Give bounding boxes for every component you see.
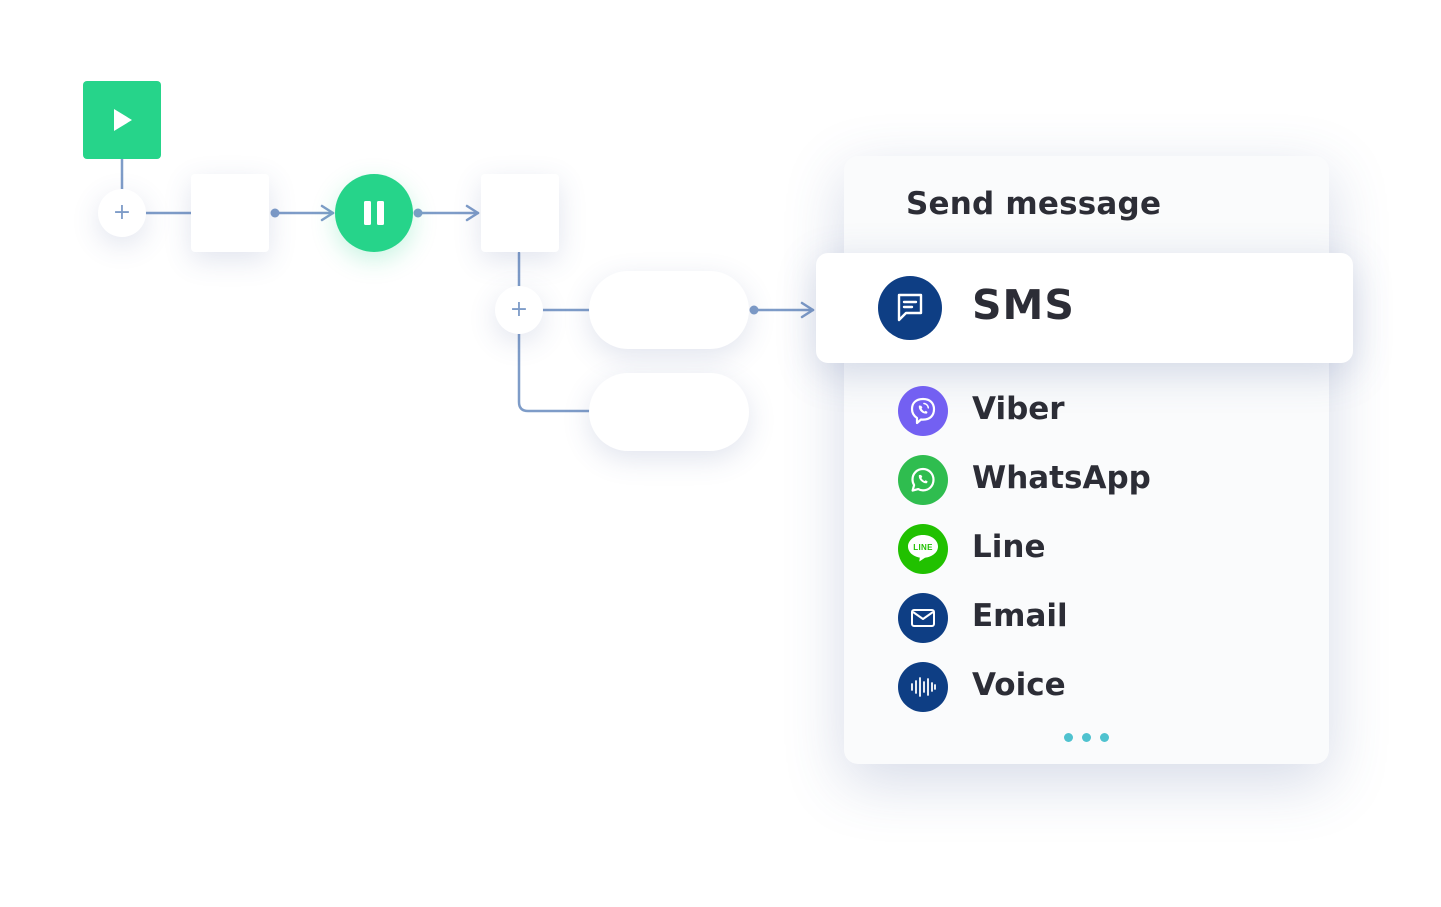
start-node[interactable] xyxy=(83,81,161,159)
whatsapp-icon xyxy=(898,455,948,505)
branch-step-pill[interactable] xyxy=(589,373,749,451)
channel-option-whatsapp[interactable]: WhatsApp xyxy=(898,455,1298,505)
channel-label-line: Line xyxy=(972,529,1046,565)
plus-icon: + xyxy=(509,297,529,322)
pause-icon xyxy=(364,201,384,225)
channel-label-voice: Voice xyxy=(972,667,1066,703)
envelope-icon xyxy=(898,593,948,643)
sms-chat-icon xyxy=(878,276,942,340)
channel-option-viber[interactable]: Viber xyxy=(898,386,1298,436)
line-icon: LINE xyxy=(898,524,948,574)
branch-step-pill[interactable] xyxy=(589,271,749,349)
plus-icon: + xyxy=(112,200,132,225)
dot xyxy=(1082,733,1091,742)
play-icon xyxy=(114,109,132,131)
dot xyxy=(1100,733,1109,742)
channel-label-whatsapp: WhatsApp xyxy=(972,460,1151,496)
flow-step-box[interactable] xyxy=(191,174,269,252)
voice-waveform-icon xyxy=(898,662,948,712)
add-step-button[interactable]: + xyxy=(98,189,146,237)
channel-label-email: Email xyxy=(972,598,1068,634)
viber-icon xyxy=(898,386,948,436)
panel-title: Send message xyxy=(906,186,1162,222)
channel-label-sms: SMS xyxy=(972,281,1075,329)
channel-option-line[interactable]: LINE Line xyxy=(898,524,1298,574)
channel-option-sms[interactable]: SMS xyxy=(816,253,1353,363)
flow-step-box[interactable] xyxy=(481,174,559,252)
channel-option-voice[interactable]: Voice xyxy=(898,662,1298,712)
dot xyxy=(1064,733,1073,742)
more-dots-icon[interactable] xyxy=(1064,733,1114,743)
channel-option-email[interactable]: Email xyxy=(898,593,1298,643)
add-branch-button[interactable]: + xyxy=(495,286,543,334)
pause-node[interactable] xyxy=(335,174,413,252)
line-badge-text: LINE xyxy=(913,542,933,552)
channel-label-viber: Viber xyxy=(972,391,1065,427)
